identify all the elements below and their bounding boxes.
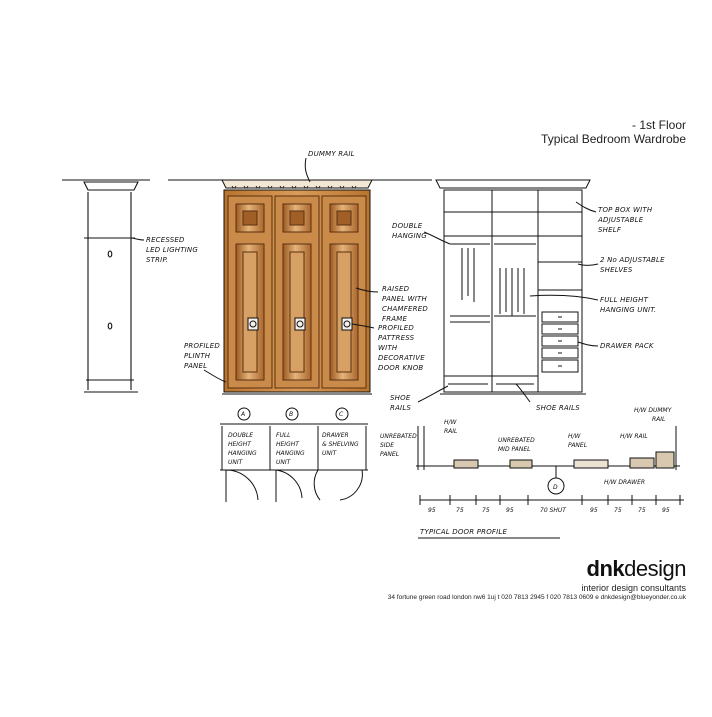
pattress-label-1: PROFILED [378,324,414,332]
unit-a-label-1: DOUBLE [228,432,253,439]
door-knobs [247,317,353,331]
dummy-rail-label: DUMMY RAIL [308,150,355,158]
unit-b-label-4: UNIT [276,459,292,466]
top-box-label-3: SHELF [598,226,622,234]
typical-door-profile-label: TYPICAL DOOR PROFILE [420,528,508,536]
plinth-label-3: PANEL [184,362,207,370]
hw-rail-left-label-1: H/W [444,419,458,426]
drawing-title: Typical Bedroom Wardrobe [541,132,686,146]
top-box-label-1: TOP BOX WITH [598,206,653,214]
adjustable-shelves-leader [577,263,599,266]
top-box-label-2: ADJUSTABLE [597,216,644,224]
contact-address: 34 fortune green road london nw6 1uj t 0… [387,594,686,601]
dimension-6: 95 [590,507,598,514]
unrebated-side-label-3: PANEL [380,451,399,458]
full-height-label-1: FULL HEIGHT [600,296,649,304]
adjustable-shelves-label-1: 2 No ADJUSTABLE [600,256,665,264]
unit-c-label-2: & SHELVING [322,441,359,448]
dimension-2: 75 [456,507,464,514]
front-elevation [168,179,432,395]
dimension-3: 75 [482,507,490,514]
shoe-rails-left-label-2: RAILS [390,404,411,412]
adjustable-shelves-label-2: SHELVES [600,266,633,274]
door-profile [416,426,684,505]
raised-panel-leader [355,287,379,293]
dummy-rail-leader [304,157,311,183]
pattress-label-5: DOOR KNOB [378,364,423,372]
raised-panel-label-4: FRAME [382,315,408,323]
dimension-7: 75 [614,507,622,514]
dimension-5: 70 SHUT [540,507,567,514]
plinth-leader [203,369,227,383]
shoe-rails-right-leader [515,383,531,403]
section-a-marker: A [240,411,245,418]
unit-a-label-3: HANGING [228,450,257,457]
brand-tagline: interior design consultants [581,583,686,593]
brand-bold: dnk [586,556,625,581]
hw-rail-right-label: H/W RAIL [620,433,648,440]
unit-c-label-3: UNIT [322,450,338,457]
shoe-rails-right-label: SHOE RAILS [536,404,580,412]
side-elevation [62,179,150,393]
led-strip-leader [130,237,145,241]
section-b-marker: B [289,411,293,418]
section-markers [237,407,349,421]
unrebated-mid-label-1: UNREBATED [498,437,535,444]
shoe-rails-left-leader [417,385,449,403]
floor-label: - 1st Floor [631,118,686,132]
unrebated-mid-label-2: MID PANEL [498,446,531,453]
pattress-label-4: DECORATIVE [378,354,425,362]
hw-dummy-rail-label-2: RAIL [652,416,665,423]
detail-d-marker: D [553,484,558,491]
raised-panel-label-1: RAISED [382,285,410,293]
unit-plan [220,423,368,502]
full-height-label-2: HANGING UNIT. [600,306,656,314]
double-hanging-leader [423,231,451,245]
dimension-8: 75 [638,507,646,514]
plinth-label-2: PLINTH [184,352,211,360]
dimension-4: 95 [506,507,514,514]
led-strip-label-1: RECESSED [146,236,185,244]
top-box-leader [575,201,597,213]
dimension-9: 95 [662,507,670,514]
unit-b-label-3: HANGING [276,450,305,457]
section-c-marker: C [339,411,344,418]
dimension-1: 95 [428,507,436,514]
double-hanging-label-1: DOUBLE [392,222,423,230]
hw-panel-label-1: H/W [568,433,582,440]
double-hanging-label-2: HANGING [392,232,427,240]
hw-drawer-label: H/W DRAWER [604,479,645,486]
hw-panel-label-2: PANEL [568,442,587,449]
pattress-leader [351,323,375,329]
unrebated-side-label-2: SIDE [380,442,394,449]
unit-b-label-1: FULL [276,432,291,439]
shoe-rails-left-label-1: SHOE [390,394,411,402]
hw-dummy-rail-label-1: H/W DUMMY [634,407,673,414]
pattress-label-2: PATTRESS [378,334,415,342]
unit-a-label-2: HEIGHT [228,441,252,448]
pattress-label-3: WITH [378,344,398,352]
raised-panel-label-2: PANEL WITH [382,295,428,303]
unit-c-label-1: DRAWER [322,432,349,439]
raised-panel-label-3: CHAMFERED [382,305,428,313]
cornice-dentils [231,185,357,189]
unit-b-label-2: HEIGHT [276,441,300,448]
brand-logo: dnkdesign [586,556,687,582]
brand-rest: design [624,556,686,581]
plinth-label-1: PROFILED [184,342,220,350]
led-strip-label-3: STRIP. [146,256,168,264]
drawer-pack-leader [577,341,599,347]
led-strip-label-2: LED LIGHTING [146,246,198,254]
drawer-pack-label: DRAWER PACK [600,342,655,350]
internal-elevation [435,179,591,395]
hw-rail-left-label-2: RAIL [444,428,457,435]
unrebated-side-label-1: UNREBATED [380,433,417,440]
full-height-leader [529,294,599,301]
unit-a-label-4: UNIT [228,459,244,466]
